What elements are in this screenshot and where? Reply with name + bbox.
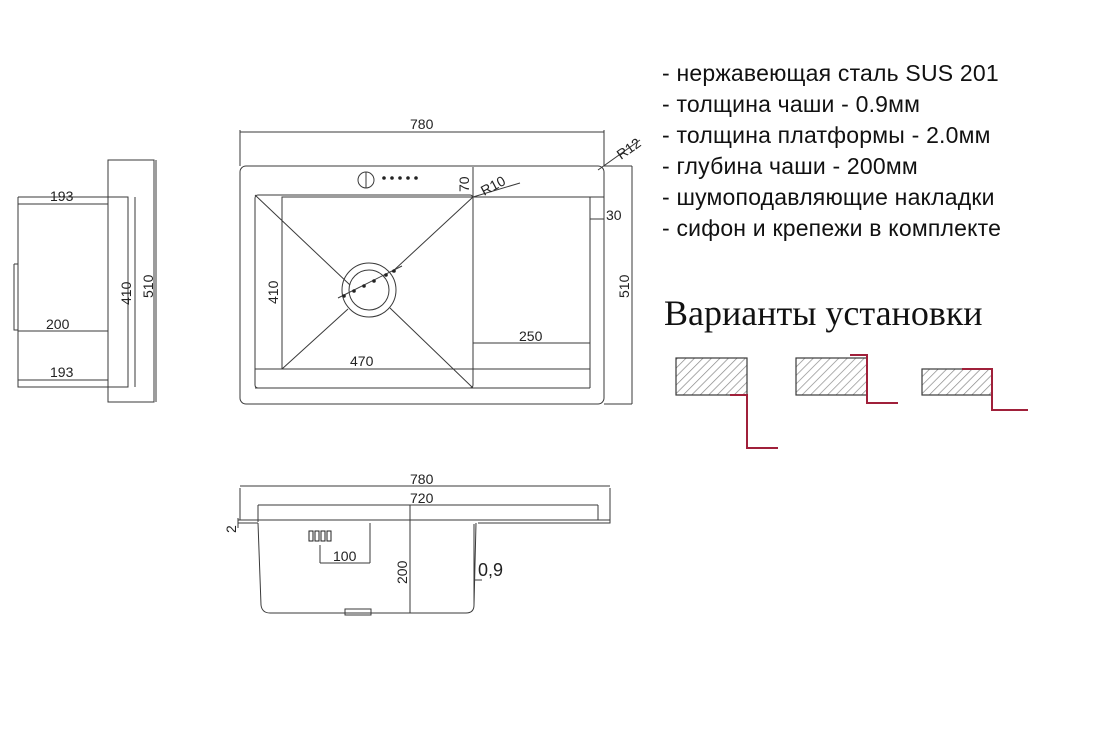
top-view-slope-tl [254, 194, 351, 286]
side-view-drain-profile [13, 263, 19, 331]
front-view-label-780: 780 [410, 471, 434, 487]
spec-item-material: - нержавеющая сталь SUS 201 [662, 60, 999, 86]
top-view-drain-inner [348, 269, 390, 311]
front-view [237, 485, 611, 616]
side-view-label-410: 410 [118, 281, 134, 305]
top-view-slope-bl [281, 308, 349, 370]
front-view-drain-outlet [344, 608, 372, 616]
top-view-label-r12: R12 [614, 134, 644, 162]
top-view-overflow-dots [342, 176, 418, 298]
top-view-r12-leader [597, 139, 641, 171]
top-view-outer-frame [239, 165, 605, 405]
side-view-label-193-bottom: 193 [50, 364, 74, 380]
spec-item-bowl-thickness: - толщина чаши - 0.9мм [662, 91, 921, 117]
side-view-label-193-top: 193 [50, 188, 74, 204]
side-view [13, 159, 157, 403]
side-view-bowl-profile [17, 196, 129, 388]
spec-item-platform-thickness: - толщина платформы - 2.0мм [662, 122, 991, 148]
top-view-label-r10: R10 [478, 172, 508, 198]
top-view-slope-tr [391, 196, 474, 273]
install-variant-2 [795, 354, 898, 404]
front-view-label-200: 200 [394, 560, 410, 584]
front-view-label-720: 720 [410, 490, 434, 506]
install-variant-3-countertop [921, 368, 993, 396]
install-variant-1-countertop [675, 357, 748, 396]
front-view-label-100: 100 [333, 548, 357, 564]
top-view-label-780: 780 [410, 116, 434, 132]
install-variant-2-countertop [795, 357, 868, 396]
install-variant-1-sink-profile [730, 394, 778, 449]
top-view-label-470: 470 [350, 353, 374, 369]
install-variants-title: Варианты установки [664, 293, 983, 333]
top-view-drain-leader [337, 265, 403, 299]
top-view-label-250: 250 [519, 328, 543, 344]
spec-item-bowl-depth: - глубина чаши - 200мм [662, 153, 918, 179]
spec-item-siphon: - сифон и крепежи в комплекте [662, 215, 1002, 241]
install-variant-3-sink-profile [962, 368, 1028, 411]
top-view-label-30: 30 [606, 207, 622, 223]
install-variant-2-sink-profile [850, 354, 898, 404]
top-view-label-510: 510 [616, 274, 632, 298]
install-variant-1 [675, 357, 778, 449]
front-view-rim [238, 519, 611, 524]
front-view-label-09: 0,9 [478, 560, 503, 580]
top-view-label-70: 70 [456, 176, 472, 192]
top-view-r10-leader [472, 182, 521, 198]
spec-list: - нержавеющая сталь SUS 201 - толщина ча… [662, 58, 1001, 244]
side-view-label-510: 510 [140, 274, 156, 298]
top-view [239, 130, 641, 405]
install-variant-3 [921, 368, 1028, 411]
front-view-label-2: 2 [223, 525, 239, 533]
top-view-label-410: 410 [265, 280, 281, 304]
side-view-label-200: 200 [46, 316, 70, 332]
top-view-bowl-inner [281, 196, 474, 370]
spec-item-noise-pads: - шумоподавляющие накладки [662, 184, 995, 210]
front-view-overflow-icon [308, 530, 332, 542]
top-view-slope-br [389, 307, 474, 389]
top-view-drain-outer [341, 262, 397, 318]
front-view-bowl-outline [257, 522, 477, 614]
